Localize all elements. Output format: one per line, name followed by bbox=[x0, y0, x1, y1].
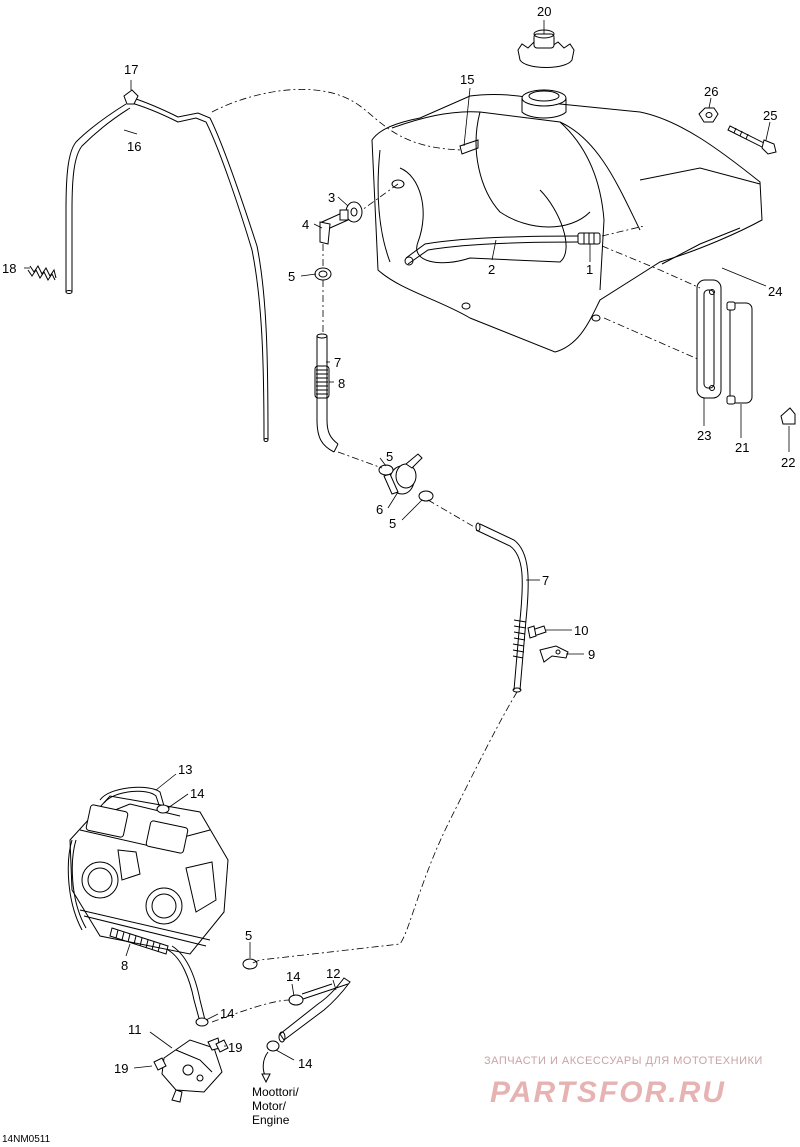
screw bbox=[527, 625, 547, 639]
fuel-hose-upper bbox=[316, 333, 339, 453]
clamp-filter-out bbox=[418, 490, 434, 502]
fuel-cap bbox=[517, 29, 575, 68]
callout-13: 13 bbox=[178, 762, 192, 777]
callout-24: 24 bbox=[768, 284, 782, 299]
engine-label: Moottori/ Motor/ Engine bbox=[252, 1085, 299, 1127]
callout-12: 12 bbox=[326, 966, 340, 981]
leader-lines bbox=[24, 20, 790, 1069]
impulse-hose bbox=[278, 977, 351, 1043]
pump-screw-left bbox=[153, 1057, 167, 1071]
callout-5: 5 bbox=[386, 449, 393, 464]
watermark-tagline: ЗАПЧАСТИ И АКСЕССУАРЫ ДЛЯ МОТОТЕХНИКИ bbox=[484, 1055, 763, 1067]
callout-15: 15 bbox=[460, 72, 474, 87]
watermark: ЗАПЧАСТИ И АКСЕССУАРЫ ДЛЯ МОТОТЕХНИКИ PA… bbox=[484, 1055, 763, 1109]
callout-5: 5 bbox=[389, 516, 396, 531]
spring bbox=[27, 265, 57, 281]
nut bbox=[698, 107, 719, 123]
clamp-top bbox=[314, 267, 332, 281]
tank-pad bbox=[726, 301, 753, 405]
clamp-pump bbox=[195, 1017, 209, 1027]
engine-label-de: Motor/ bbox=[252, 1099, 287, 1113]
vent-line bbox=[65, 96, 269, 442]
carburetor-assembly bbox=[67, 786, 229, 955]
assembly-lines bbox=[211, 89, 701, 1023]
engine-label-en: Engine bbox=[252, 1113, 290, 1127]
clamp-carb bbox=[156, 804, 170, 814]
callout-7: 7 bbox=[334, 355, 341, 370]
watermark-logo: PARTSFOR.RU bbox=[490, 1076, 726, 1109]
tank-strap bbox=[696, 279, 722, 399]
label-sticker bbox=[780, 407, 796, 425]
callout-14: 14 bbox=[286, 969, 300, 984]
callout-22: 22 bbox=[781, 455, 795, 470]
callout-7: 7 bbox=[542, 573, 549, 588]
callout-1: 1 bbox=[586, 262, 593, 277]
elbow-fitting bbox=[319, 209, 349, 245]
fuel-tank bbox=[371, 89, 763, 353]
callout-6: 6 bbox=[376, 502, 383, 517]
callout-19: 19 bbox=[114, 1061, 128, 1076]
bolt bbox=[727, 125, 777, 155]
hose-sleeve-lower bbox=[109, 927, 169, 955]
callout-2: 2 bbox=[488, 262, 495, 277]
bracket bbox=[539, 645, 569, 663]
pump-screw-right bbox=[215, 1039, 229, 1053]
callout-23: 23 bbox=[697, 428, 711, 443]
callout-21: 21 bbox=[735, 440, 749, 455]
pump-feed-line bbox=[167, 949, 201, 1023]
callout-16: 16 bbox=[127, 139, 141, 154]
callout-8: 8 bbox=[338, 376, 345, 391]
callout-18: 18 bbox=[2, 261, 16, 276]
grommet bbox=[345, 201, 363, 223]
callout-14: 14 bbox=[298, 1056, 312, 1071]
callout-8: 8 bbox=[121, 958, 128, 973]
callout-14: 14 bbox=[190, 786, 204, 801]
clamp-impulse-top bbox=[288, 994, 304, 1006]
check-valve bbox=[123, 89, 139, 105]
callout-9: 9 bbox=[588, 647, 595, 662]
callout-19: 19 bbox=[228, 1040, 242, 1055]
fuel-hose-lower bbox=[475, 522, 529, 693]
callout-25: 25 bbox=[763, 108, 777, 123]
callout-14: 14 bbox=[220, 1006, 234, 1021]
fuel-filter bbox=[383, 453, 423, 495]
clamp-filter-in bbox=[378, 464, 394, 476]
callout-4: 4 bbox=[302, 217, 309, 232]
callout-20: 20 bbox=[537, 4, 551, 19]
callout-5: 5 bbox=[288, 269, 295, 284]
callout-10: 10 bbox=[574, 623, 588, 638]
diagram-code: 14NM0511 bbox=[2, 1134, 51, 1145]
clamp-impulse-bottom bbox=[266, 1040, 280, 1052]
callout-11: 11 bbox=[128, 1022, 142, 1037]
callout-labels: 1 2 3 4 5 7 8 5 6 5 7 10 9 16 17 15 18 2… bbox=[2, 4, 795, 1076]
callout-3: 3 bbox=[328, 190, 335, 205]
callout-5: 5 bbox=[245, 928, 252, 943]
callout-17: 17 bbox=[124, 62, 138, 77]
callout-26: 26 bbox=[704, 84, 718, 99]
engine-label-fi: Moottori/ bbox=[252, 1085, 299, 1099]
